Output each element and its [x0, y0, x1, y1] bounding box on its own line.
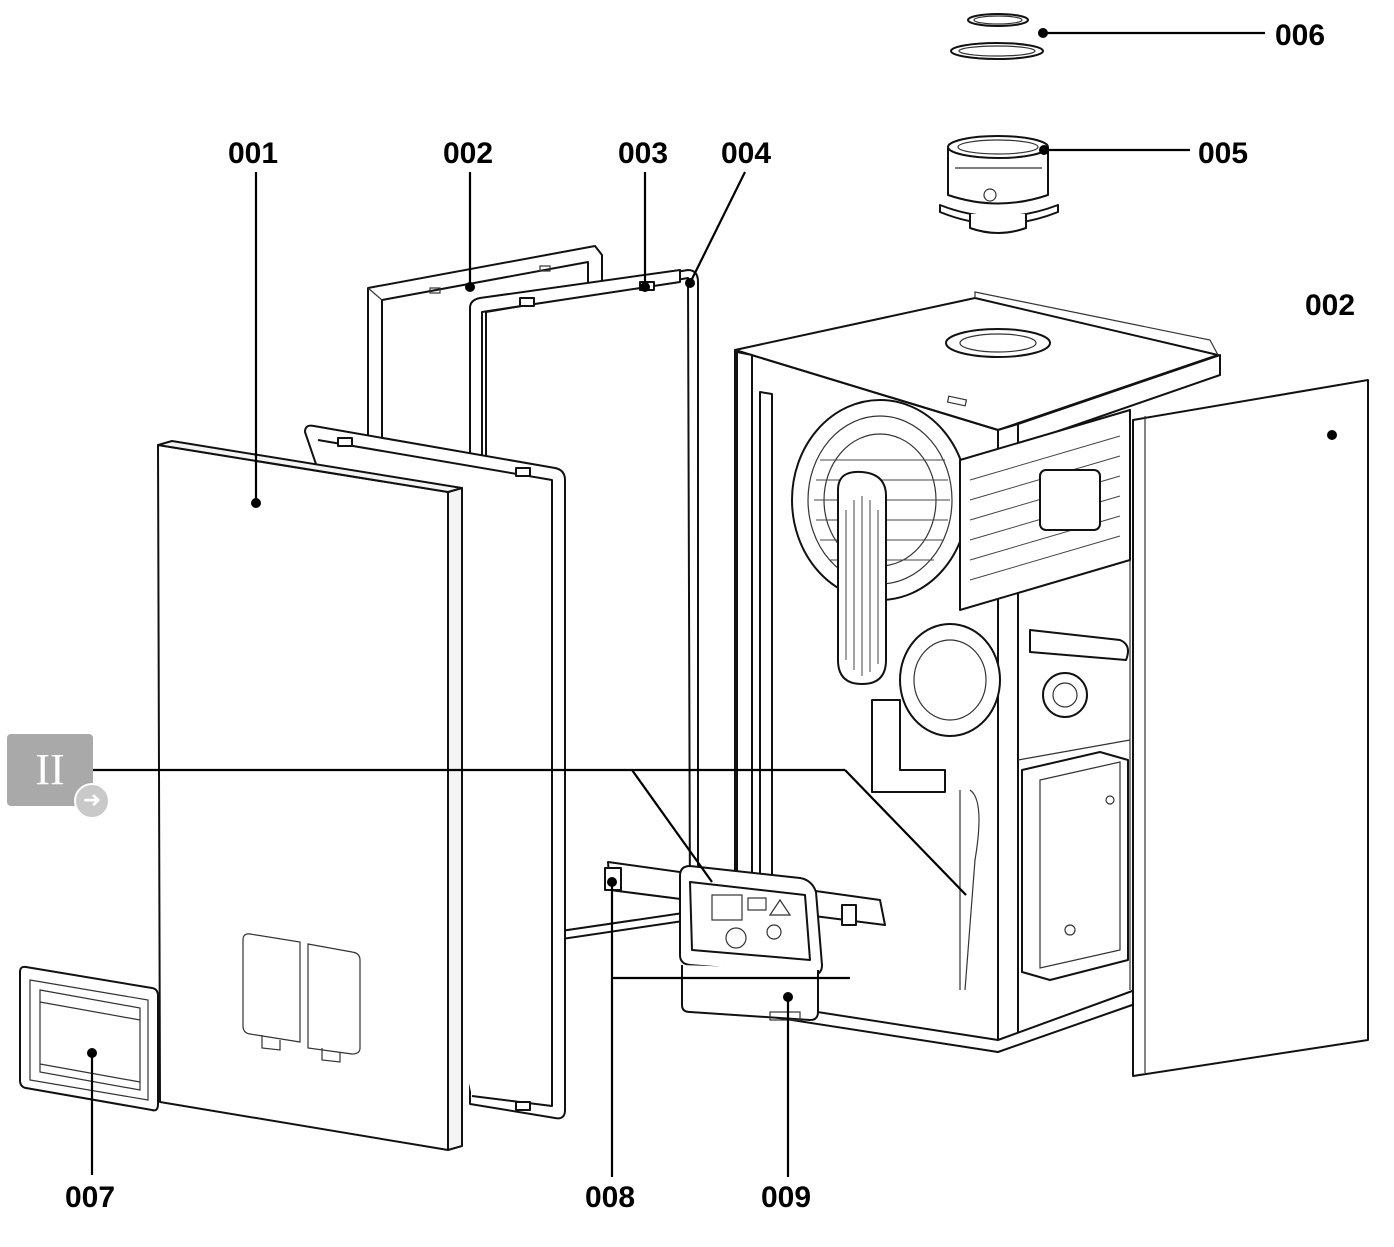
label-005: 005	[1198, 137, 1248, 170]
fan-heat-exchanger	[791, 399, 1131, 793]
label-002-side: 002	[1305, 289, 1355, 322]
part-009-control-panel	[679, 865, 823, 1021]
label-003: 003	[618, 137, 668, 170]
label-007: 007	[65, 1181, 115, 1214]
label-006: 006	[1275, 19, 1325, 52]
part-007-access-panel	[19, 965, 159, 1112]
leader-lines	[87, 28, 1337, 1177]
label-001: 001	[228, 137, 278, 170]
internal-control-box	[959, 751, 1129, 991]
part-001-front-panel	[157, 440, 463, 1151]
part-002-side-panel	[1132, 379, 1369, 1077]
label-002-rear: 002	[443, 137, 493, 170]
label-004: 004	[721, 137, 771, 170]
label-009: 009	[761, 1181, 811, 1214]
part-006-seal-rings	[950, 13, 1044, 60]
arrow-right-circle-icon[interactable]: ➜	[74, 783, 110, 819]
boiler-chassis	[734, 291, 1221, 1053]
label-008: 008	[585, 1181, 635, 1214]
